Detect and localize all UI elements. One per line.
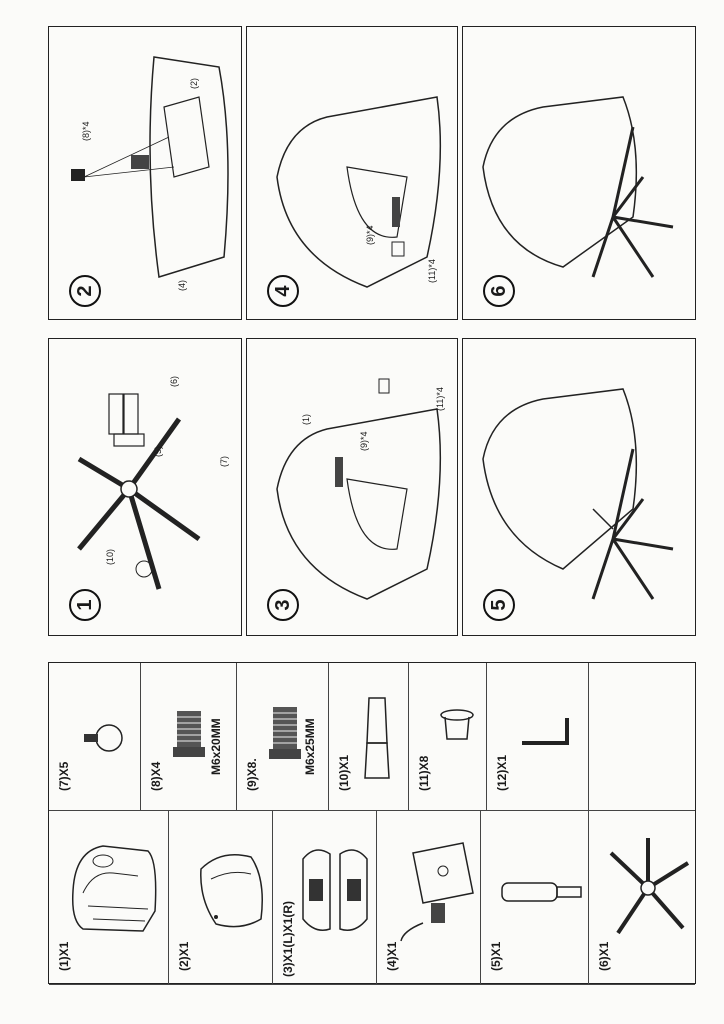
bolt-icon: [173, 711, 205, 757]
part-3-label: (3)X1(L)X1(R): [281, 900, 295, 977]
allen-key-icon: [522, 718, 569, 745]
part-9-cell: (9)X8. M6x25MM: [237, 663, 329, 811]
gas-lift-icon: [501, 882, 582, 902]
part-5-label: (5)X1: [489, 941, 503, 971]
seat-back-icon: [71, 845, 157, 932]
part-7-cell: (7)X5: [49, 663, 141, 811]
part-4-label: (4)X1: [385, 941, 399, 971]
step-3-callout-1: (1): [301, 414, 311, 425]
armrest-pair-icon: [302, 849, 368, 931]
gas-lift-cover-icon: [364, 697, 390, 779]
base-assembly-illustration: [77, 393, 201, 590]
part-12-label: (12)X1: [495, 754, 509, 791]
step-1-callout-5: (5): [153, 446, 163, 457]
caster-icon: [84, 724, 123, 752]
part-8-cell: (8)X4 M6x20MM: [141, 663, 237, 811]
step-4-callout-9: (9)*4: [365, 225, 375, 245]
part-10-label: (10)X1: [337, 754, 351, 791]
step-1-callout-6: (6): [169, 376, 179, 387]
step-2-callout-8: (8)*4: [81, 121, 91, 141]
armrest-attach-illustration: [276, 378, 442, 600]
step-1-callout-7: (7): [219, 456, 229, 467]
part-7-label: (7)X5: [57, 761, 71, 791]
step-2-callout-2: (2): [189, 78, 199, 89]
part-2-label: (2)X1: [177, 941, 191, 971]
part-3-cell: (3)X1(L)X1(R): [273, 811, 377, 985]
part-8-spec: M6x20MM: [209, 718, 223, 775]
part-11-label: (11)X8: [417, 755, 431, 791]
part-11-cell: (11)X8: [409, 663, 487, 811]
part-1-label: (1)X1: [57, 941, 71, 971]
part-5-cell: (5)X1: [481, 811, 589, 985]
step-3-panel: 3 (1) (9)*4 (11)*4: [246, 338, 458, 636]
step-1-callout-10: (10): [105, 548, 115, 565]
step-2-panel: 2 (2) (8)*4 (4): [48, 26, 242, 320]
five-star-base-icon: [609, 838, 690, 935]
part-6-cell: (6)X1: [589, 811, 695, 985]
armrest-second-illustration: [276, 96, 442, 288]
parts-list-table: (1)X1 (2)X1 (3)X1(L)X1(R): [48, 662, 696, 985]
step-4-callout-11: (11)*4: [427, 259, 437, 283]
part-10-cell: (10)X1: [329, 663, 409, 811]
step-5-panel: 5: [462, 338, 696, 636]
step-1-panel: 1 (5) (6) (10) (7): [48, 338, 242, 636]
step-2-callout-4: (4): [177, 280, 187, 291]
part-12-cell: (12)X1: [487, 663, 589, 811]
seat-mechanism-illustration: [71, 56, 229, 278]
part-9-label: (9)X8.: [245, 758, 259, 791]
tilt-mechanism-icon: [400, 842, 474, 942]
part-1-cell: (1)X1: [49, 811, 169, 985]
final-assembly-illustration: [482, 388, 674, 600]
step-4-panel: 4 (9)*4 (11)*4: [246, 26, 458, 320]
step-3-callout-9: (9)*4: [359, 431, 369, 451]
part-4-cell: (4)X1: [377, 811, 481, 985]
part-8-label: (8)X4: [149, 761, 163, 791]
empty-cell: [589, 663, 695, 811]
step-6-panel: 6: [462, 26, 696, 320]
part-2-cell: (2)X1: [169, 811, 273, 985]
part-6-label: (6)X1: [597, 941, 611, 971]
seat-cushion-icon: [200, 854, 263, 928]
part-9-spec: M6x25MM: [303, 718, 317, 775]
bushing-icon: [440, 709, 474, 740]
completed-chair-illustration: [482, 96, 674, 278]
step-3-callout-11: (11)*4: [435, 387, 445, 411]
bolt-icon: [269, 707, 301, 759]
